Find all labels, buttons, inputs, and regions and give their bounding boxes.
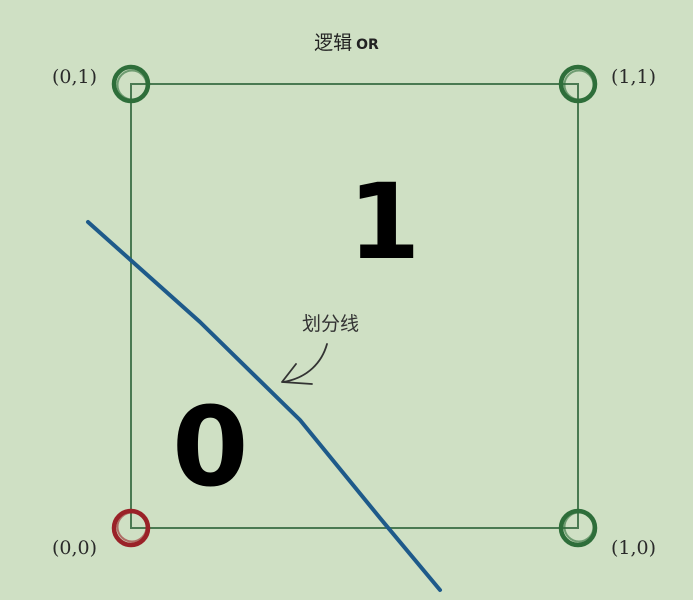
label-1-1: (1,1) bbox=[611, 66, 657, 88]
marker-0-0 bbox=[111, 508, 151, 548]
annotation-arrow bbox=[282, 343, 328, 383]
region-zero-label: 0 bbox=[172, 383, 249, 511]
region-one-label: 1 bbox=[348, 161, 421, 283]
divider-line bbox=[86, 220, 442, 592]
label-0-0: (0,0) bbox=[52, 537, 98, 559]
marker-0-1 bbox=[111, 64, 151, 104]
label-0-1: (0,1) bbox=[52, 66, 98, 88]
label-1-0: (1,0) bbox=[611, 537, 657, 559]
marker-1-0 bbox=[558, 508, 598, 548]
title-suffix: OR bbox=[356, 37, 379, 53]
title-main: 逻辑 bbox=[314, 32, 353, 54]
marker-1-1 bbox=[558, 64, 598, 104]
unit-square bbox=[130, 83, 579, 529]
divider-annotation: 划分线 bbox=[302, 313, 360, 335]
annotation-arrowhead bbox=[281, 363, 313, 385]
